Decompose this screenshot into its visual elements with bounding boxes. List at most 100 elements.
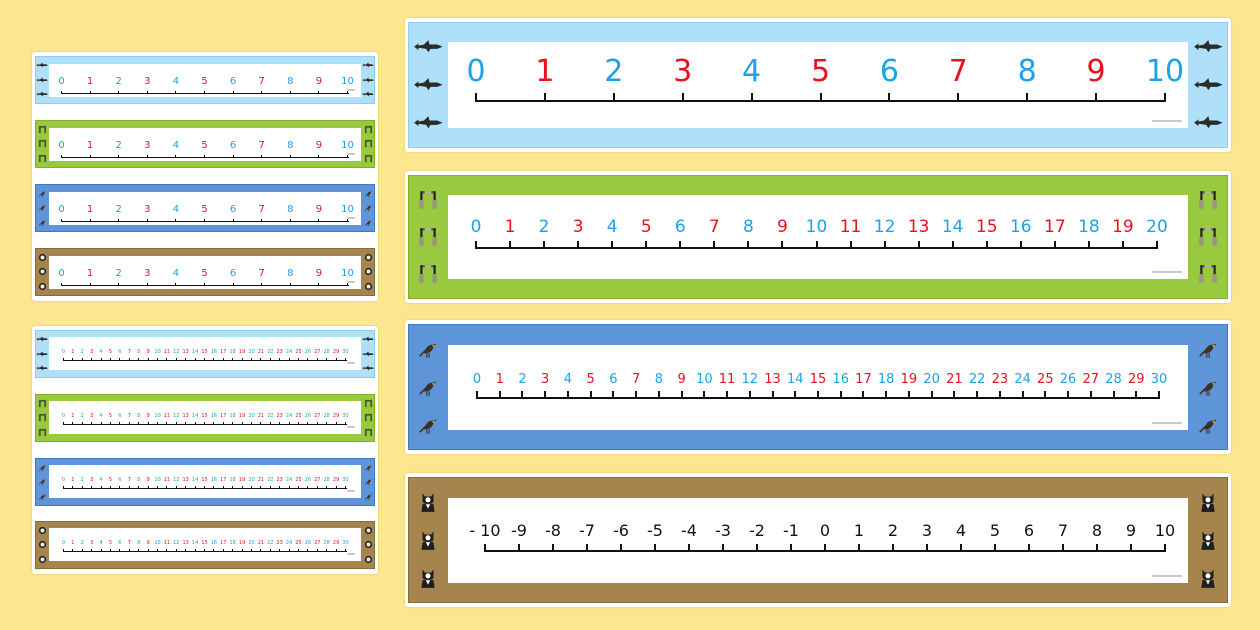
- tick-mark: [326, 422, 328, 425]
- shark-icon: [413, 39, 444, 54]
- number-label: 23: [276, 349, 283, 355]
- tick-mark: [157, 358, 158, 361]
- number-label: 0: [819, 521, 831, 540]
- number-label: 4: [172, 140, 180, 151]
- number-label: 25: [295, 477, 302, 483]
- number-label: 5: [201, 268, 208, 279]
- number-label: 5: [108, 477, 113, 483]
- number-label: 3: [541, 372, 550, 387]
- number-label: 2: [115, 268, 122, 279]
- number-label: 7: [258, 76, 265, 87]
- tick-mark: [316, 422, 318, 425]
- goalpost-icon: [417, 263, 439, 285]
- number-label: 27: [314, 477, 321, 483]
- number-label: 9: [315, 140, 323, 151]
- tick-mark: [110, 422, 111, 425]
- shark-icon: [413, 77, 444, 92]
- goalpost-icon: [1197, 226, 1219, 248]
- number-label: 7: [127, 477, 131, 483]
- number-label: 3: [90, 413, 94, 419]
- tick-mark: [345, 549, 346, 552]
- tick-mark: [166, 422, 168, 425]
- shark-icon: [362, 91, 375, 97]
- number-label: 6: [229, 140, 237, 151]
- number-line-axis: [63, 488, 347, 489]
- tick-mark: [91, 549, 93, 552]
- tick-mark: [81, 549, 83, 552]
- cat-icon: [417, 491, 439, 513]
- number-label: 4: [172, 76, 180, 87]
- tick-mark: [232, 155, 234, 158]
- number-label: 22: [267, 477, 274, 483]
- number-label: 9: [146, 540, 150, 546]
- tick-mark: [620, 544, 622, 552]
- number-line-panel: [49, 128, 361, 161]
- number-label: 14: [191, 477, 199, 483]
- number-label: 10: [154, 540, 161, 546]
- tick-mark: [566, 391, 569, 399]
- tick-mark: [204, 91, 205, 94]
- tick-mark: [251, 486, 252, 489]
- number-label: 4: [742, 54, 762, 89]
- number-label: 19: [238, 477, 246, 483]
- tick-mark: [1089, 391, 1092, 399]
- tick-mark: [147, 549, 149, 552]
- number-label: 17: [220, 413, 227, 419]
- tick-mark: [147, 358, 149, 361]
- number-label: 7: [631, 372, 641, 387]
- right-icon-column: [361, 458, 375, 506]
- tick-mark: [289, 91, 291, 94]
- number-label: 0: [58, 76, 65, 87]
- tick-mark: [91, 486, 93, 489]
- tick-mark: [1096, 544, 1098, 552]
- tick-mark: [222, 358, 224, 361]
- right-icon-column: [361, 184, 375, 232]
- number-label: 8: [287, 76, 294, 87]
- tick-mark: [61, 219, 62, 222]
- number-label: 8: [137, 349, 141, 355]
- number-label: - 10: [469, 521, 501, 540]
- tick-mark: [110, 549, 111, 552]
- number-label: 9: [146, 349, 150, 355]
- goalpost-icon: [364, 154, 373, 163]
- number-line-panel: [448, 498, 1188, 583]
- tick-mark: [817, 391, 819, 399]
- number-label: 0: [58, 268, 65, 279]
- watermark: [1152, 271, 1182, 273]
- number-label: 1: [71, 413, 75, 419]
- tick-mark: [81, 358, 83, 361]
- number-label: 1: [86, 76, 94, 87]
- tick-mark: [1156, 241, 1158, 249]
- tick-mark: [232, 358, 234, 361]
- number-label: 4: [955, 521, 967, 540]
- number-label: 7: [708, 217, 720, 237]
- number-label: 9: [677, 372, 686, 387]
- number-line-axis: [61, 221, 349, 222]
- number-label: 3: [90, 349, 94, 355]
- number-line-axis: [63, 551, 347, 552]
- number-label: 4: [99, 413, 103, 419]
- number-label: 27: [314, 349, 321, 355]
- number-label: 30: [342, 413, 349, 419]
- tick-mark: [307, 549, 309, 552]
- left-icon-column: [35, 521, 49, 569]
- tick-mark: [335, 358, 337, 361]
- number-label: 7: [258, 268, 265, 279]
- number-label: 7: [127, 413, 131, 419]
- tick-mark: [119, 422, 121, 425]
- left-icon-column: [35, 56, 49, 104]
- tick-mark: [543, 241, 546, 249]
- tick-mark: [611, 241, 614, 249]
- number-label: 22: [267, 540, 274, 546]
- tick-mark: [175, 422, 177, 425]
- number-label: 29: [332, 413, 340, 419]
- tick-mark: [839, 391, 842, 399]
- number-label: 18: [229, 540, 236, 546]
- number-label: 0: [61, 477, 66, 483]
- number-label: -4: [681, 521, 697, 540]
- tick-mark: [577, 241, 580, 249]
- tick-mark: [241, 358, 243, 361]
- tick-mark: [269, 486, 271, 489]
